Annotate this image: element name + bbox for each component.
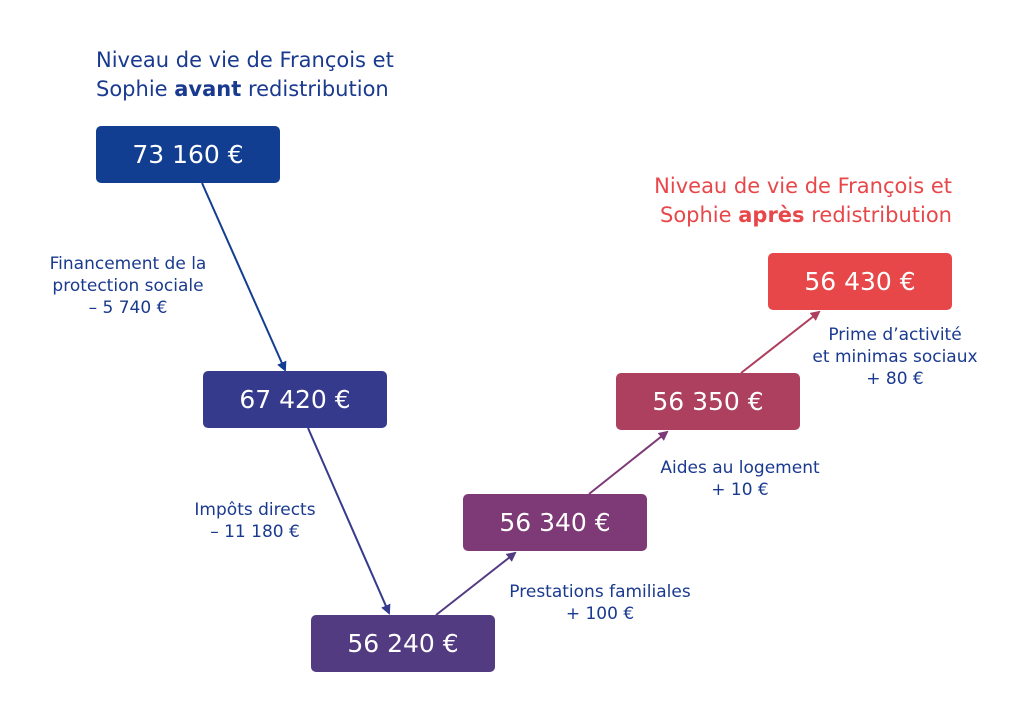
title-before: Niveau de vie de François et Sophie avan…	[96, 46, 394, 104]
title-after-line1: Niveau de vie de François et	[654, 174, 952, 198]
label-line: Financement de la	[49, 254, 207, 274]
title-before-bold: avant	[174, 77, 242, 101]
arrow-5	[740, 310, 821, 374]
title-before-pre: Sophie	[96, 77, 175, 101]
title-before-post: redistribution	[241, 77, 389, 101]
label-line: Prime d’activité	[828, 325, 962, 345]
title-after-bold: après	[738, 203, 805, 227]
transition-label-4: Aides au logement + 10 €	[640, 457, 840, 501]
transition-label-2: Impôts directs – 11 180 €	[165, 499, 345, 543]
title-before-line1: Niveau de vie de François et	[96, 48, 394, 72]
arrow-4	[588, 430, 669, 495]
transition-label-5: Prime d’activité et minimas sociaux + 80…	[795, 324, 995, 390]
label-amount: + 100 €	[565, 604, 635, 624]
step-box-3: 56 240 €	[311, 615, 495, 672]
arrow-1	[201, 182, 287, 372]
label-amount: + 80 €	[866, 369, 924, 389]
step-box-2: 67 420 €	[203, 371, 387, 428]
arrow-3	[435, 551, 517, 616]
label-line: et minimas sociaux	[812, 347, 978, 367]
title-after-post: redistribution	[804, 203, 952, 227]
label-amount: + 10 €	[711, 480, 769, 500]
step-box-1: 73 160 €	[96, 126, 280, 183]
label-line: protection sociale	[52, 276, 204, 296]
label-line: Aides au logement	[660, 458, 820, 478]
title-after: Niveau de vie de François et Sophie aprè…	[654, 172, 952, 230]
label-amount: – 11 180 €	[210, 522, 300, 542]
label-line: Impôts directs	[194, 500, 316, 520]
label-line: Prestations familiales	[509, 582, 691, 602]
label-amount: – 5 740 €	[88, 298, 168, 318]
title-after-pre: Sophie	[659, 203, 739, 227]
transition-label-1: Financement de la protection sociale – 5…	[28, 253, 228, 319]
transition-label-3: Prestations familiales + 100 €	[490, 581, 710, 625]
step-box-5: 56 350 €	[616, 373, 800, 430]
arrow-2	[307, 427, 391, 615]
step-box-6: 56 430 €	[768, 253, 952, 310]
step-box-4: 56 340 €	[463, 494, 647, 551]
